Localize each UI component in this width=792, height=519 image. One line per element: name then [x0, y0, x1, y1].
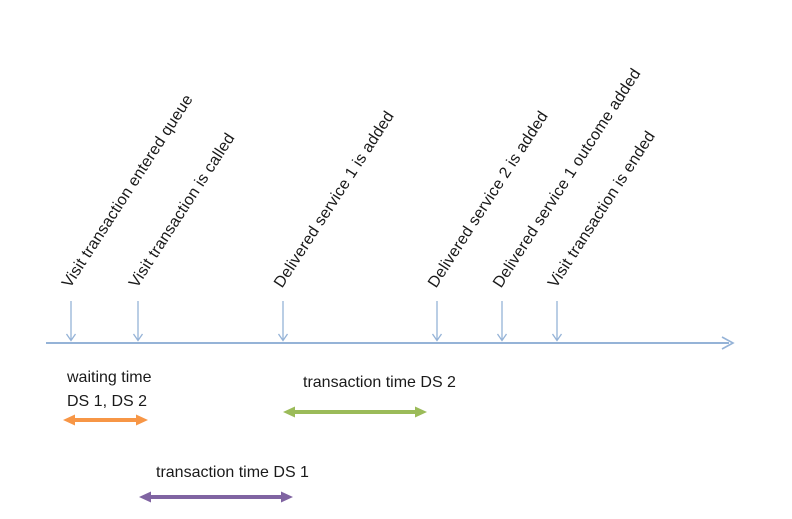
event-marker	[496, 301, 508, 342]
span-label-line: transaction time DS 1	[156, 464, 309, 481]
event-marker	[65, 301, 77, 342]
span-label-transaction-time-ds2: transaction time DS 2	[303, 371, 456, 395]
span-label-transaction-time-ds1: transaction time DS 1	[156, 461, 309, 485]
event-marker	[551, 301, 563, 342]
event-marker	[431, 301, 443, 342]
timeline-axis	[46, 336, 735, 350]
event-marker	[132, 301, 144, 342]
span-label-line: transaction time DS 2	[303, 374, 456, 391]
span-label-waiting-time-ds1-ds2: waiting time DS 1, DS 2	[67, 366, 151, 414]
event-marker	[277, 301, 289, 342]
span-arrow-waiting-time-ds1-ds2	[63, 414, 148, 426]
span-label-line: waiting time	[67, 369, 152, 386]
span-label-line: DS 1, DS 2	[67, 393, 148, 410]
span-arrow-transaction-time-ds2	[283, 406, 427, 418]
span-arrow-transaction-time-ds1	[139, 491, 293, 503]
